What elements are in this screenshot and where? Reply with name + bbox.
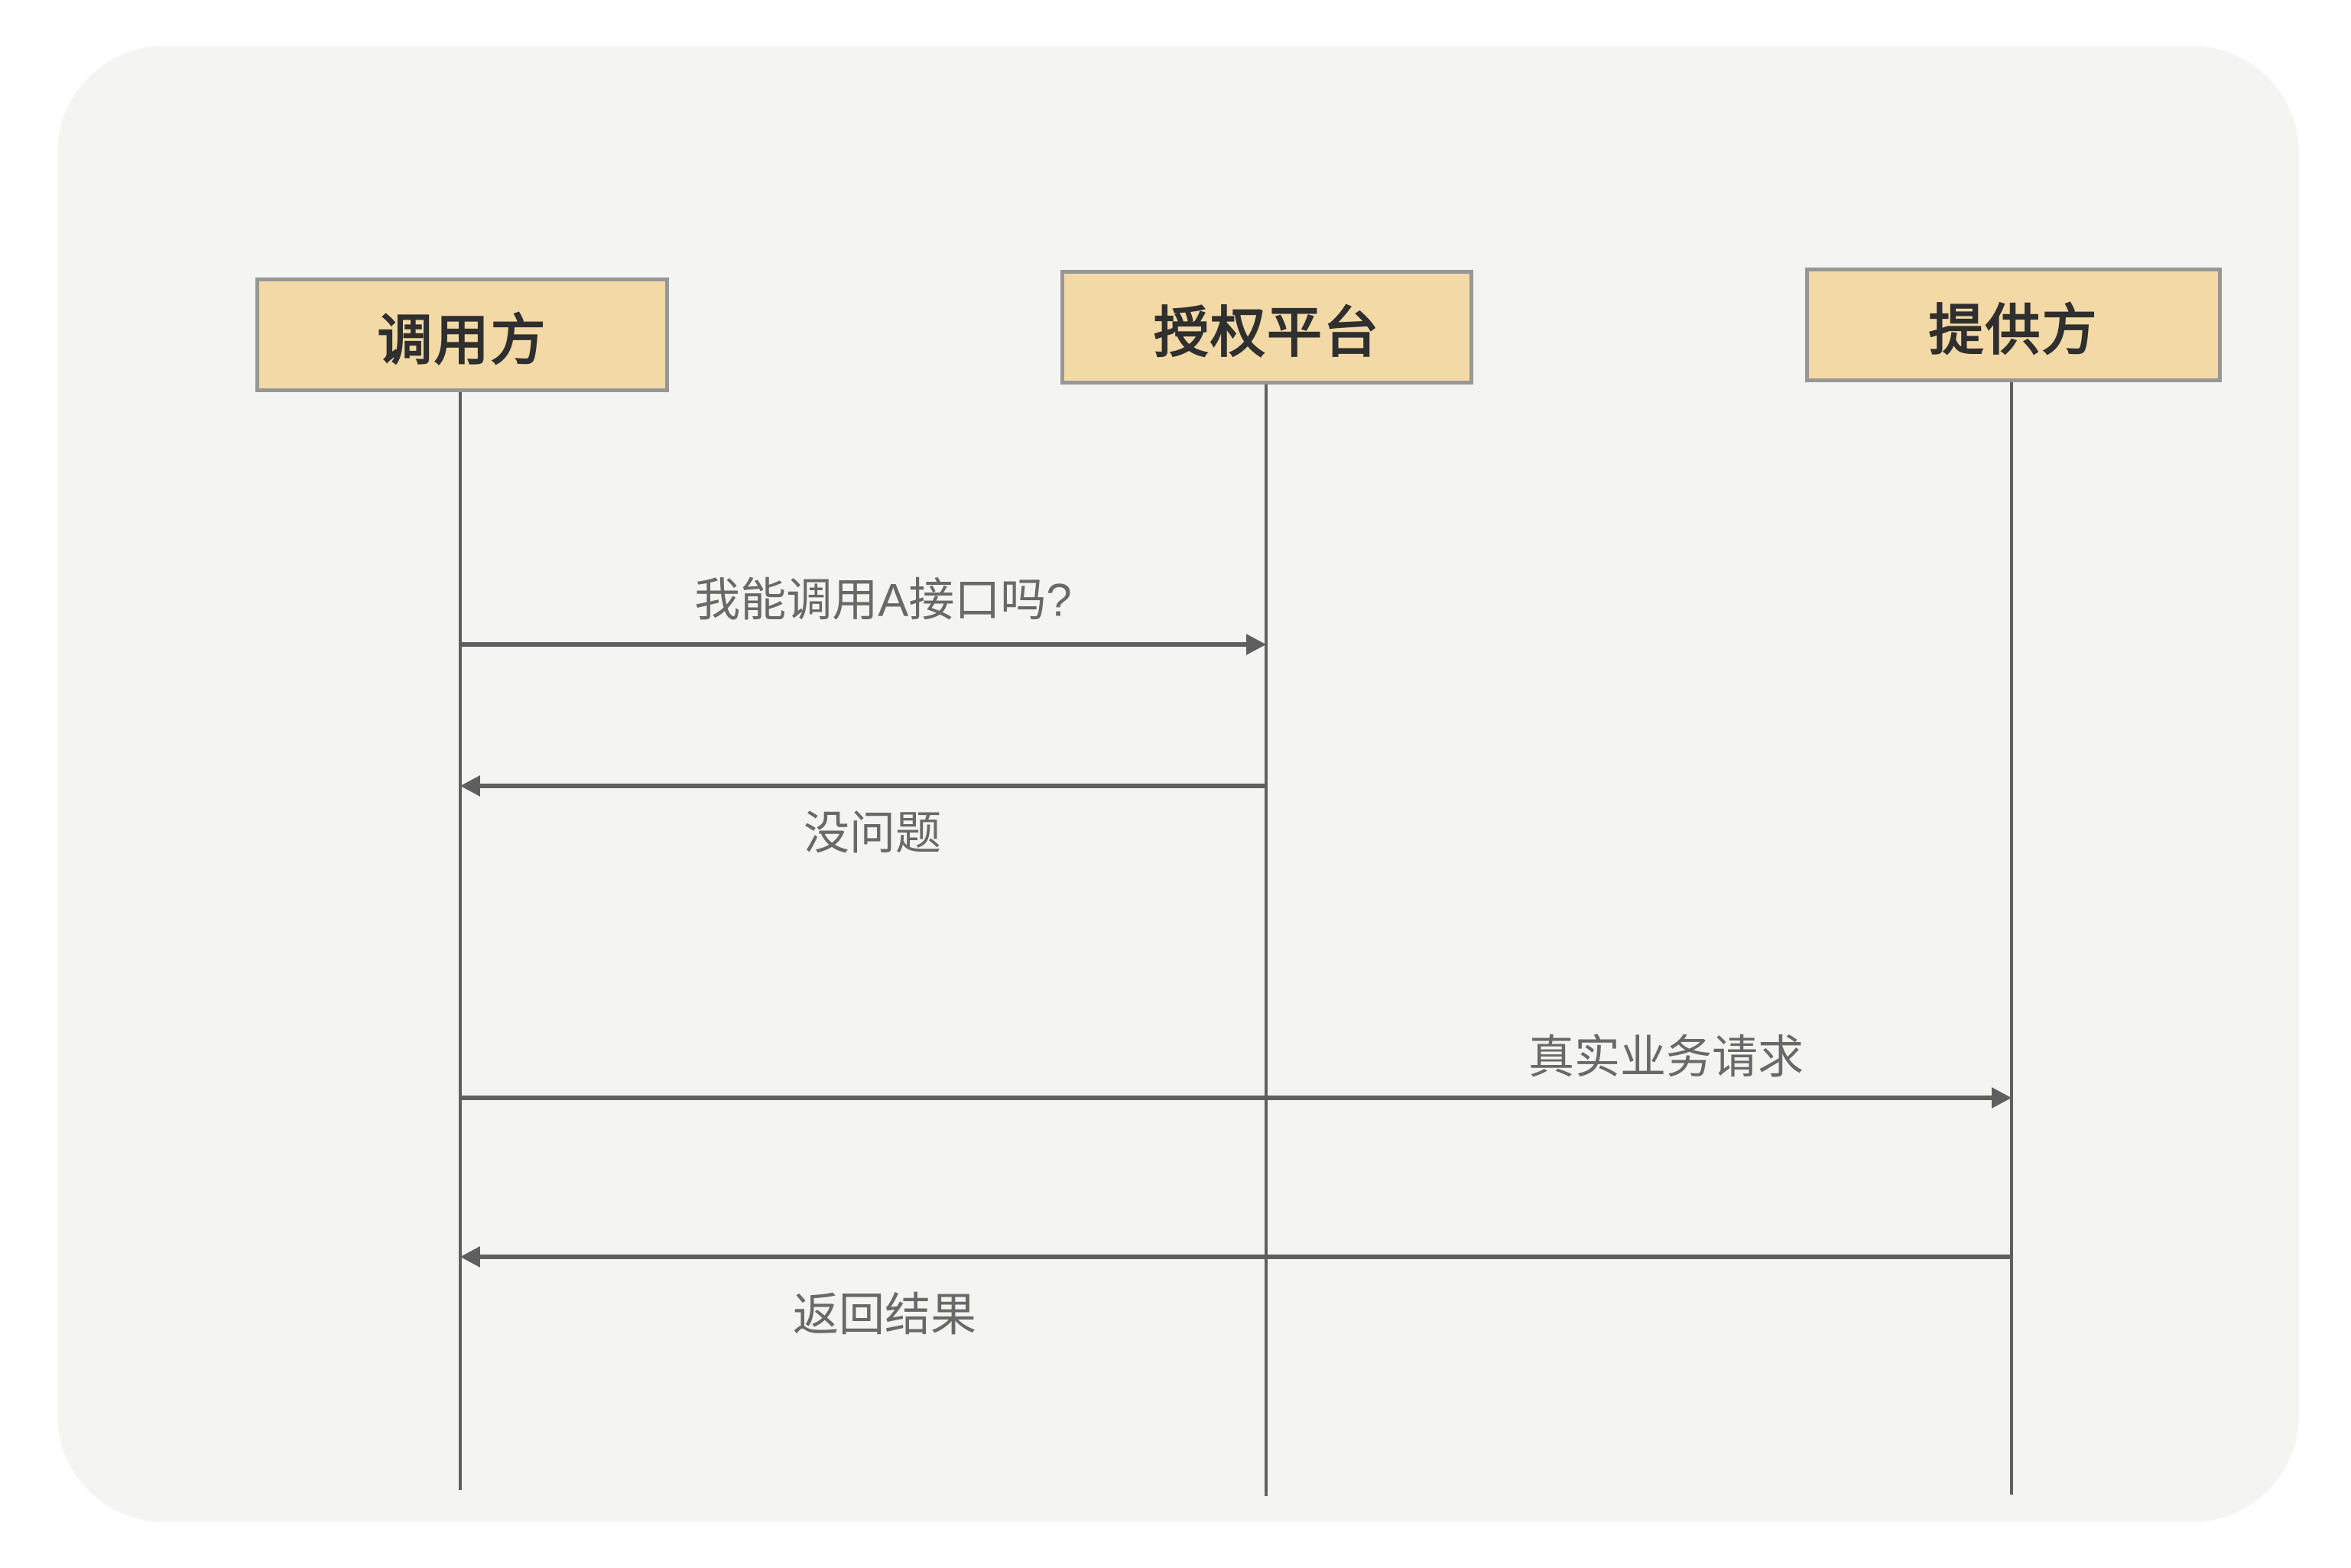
actor-box-provider: 提供方 [1805,268,2222,382]
arrowhead-right-icon [1992,1087,2012,1109]
arrowhead-right-icon [1246,634,1266,655]
message-label: 没问题 [804,807,941,859]
message-line [460,1096,1992,1100]
message-label: 返回结果 [793,1289,976,1341]
actor-box-caller: 调用方 [255,278,669,392]
lifeline-caller [459,392,462,1490]
actor-label-caller: 调用方 [377,310,547,372]
message-line [480,784,1266,788]
message-line [460,642,1246,647]
message-line [480,1255,2012,1259]
actor-box-auth-platform: 授权平台 [1060,270,1473,385]
diagram-panel: 调用方 授权平台 提供方 我能调用A接口吗? 没问题 真实业务请求 返回结果 [57,46,2299,1522]
lifeline-auth-platform [1265,385,1268,1496]
lifeline-provider [2010,382,2013,1495]
arrowhead-left-icon [460,775,480,797]
actor-label-auth-platform: 授权平台 [1153,302,1380,364]
arrowhead-left-icon [460,1246,480,1268]
message-label: 我能调用A接口吗? [694,574,1072,626]
actor-label-provider: 提供方 [1928,300,2099,362]
message-label: 真实业务请求 [1528,1031,1804,1083]
